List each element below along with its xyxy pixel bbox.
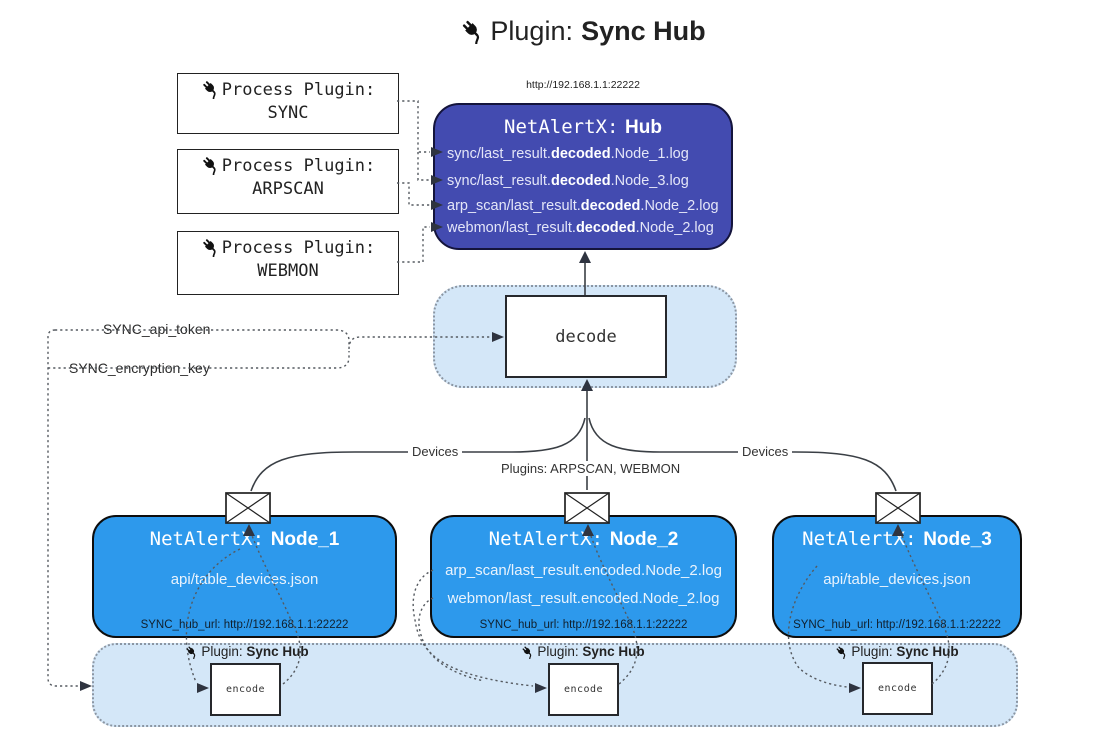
hub-title: NetAlertX:Hub — [504, 116, 662, 138]
page-title-prefix: Plugin: — [490, 16, 573, 46]
node-file: api/table_devices.json — [823, 571, 971, 588]
node-title: NetAlertX:Node_2 — [488, 528, 679, 550]
encode-box: encode — [862, 662, 933, 715]
plug-icon — [463, 20, 480, 45]
hub-log-line: sync/last_result.decoded.Node_1.log — [447, 146, 689, 162]
sync-api-token-label: SYNC_api_token — [100, 321, 214, 337]
process-plugin-name: WEBMON — [257, 261, 319, 281]
edge-label-devices-left: Devices — [408, 444, 463, 459]
node-hub-url: SYNC_hub_url: http://192.168.1.1:22222 — [793, 619, 1001, 631]
process-plugin-box-sync: Process Plugin: SYNC — [177, 73, 399, 134]
decode-box: decode — [505, 295, 667, 378]
node-title: NetAlertX:Node_3 — [802, 528, 992, 550]
encode-plugin-label: Plugin:Sync Hub — [493, 644, 673, 660]
node-hub-url: SYNC_hub_url: http://192.168.1.1:22222 — [479, 619, 688, 631]
plug-icon — [836, 646, 846, 660]
process-plugin-label: Process Plugin: — [221, 238, 376, 258]
process-plugin-box-arpscan: Process Plugin: ARPSCAN — [177, 149, 399, 214]
page-title: Plugin: Sync Hub — [433, 16, 733, 47]
edge-label-devices-right: Devices — [738, 444, 793, 459]
node-box-3: NetAlertX:Node_3 api/table_devices.json … — [772, 515, 1022, 638]
hub-log-line: sync/last_result.decoded.Node_3.log — [447, 173, 689, 189]
hub-url-label: http://192.168.1.1:22222 — [526, 79, 640, 91]
node-hub-url: SYNC_hub_url: http://192.168.1.1:22222 — [140, 619, 349, 631]
process-plugin-label: Process Plugin: — [221, 80, 376, 100]
plug-icon — [202, 157, 216, 176]
node-title: NetAlertX:Node_1 — [149, 528, 340, 550]
process-plugin-label: Process Plugin: — [221, 156, 376, 176]
plug-icon — [186, 646, 196, 660]
node-box-1: NetAlertX:Node_1 api/table_devices.json … — [92, 515, 397, 638]
node-file: api/table_devices.json — [170, 571, 319, 588]
process-plugin-name: SYNC — [267, 103, 309, 123]
plug-icon — [522, 646, 532, 660]
hub-log-line: arp_scan/last_result.decoded.Node_2.log — [447, 198, 719, 214]
process-plugin-box-webmon: Process Plugin: WEBMON — [177, 231, 399, 295]
hub-box: NetAlertX:Hub sync/last_result.decoded.N… — [433, 103, 733, 250]
node-file: webmon/last_result.encoded.Node_2.log — [447, 590, 720, 607]
page-title-name: Sync Hub — [581, 16, 706, 46]
edge-label-plugins: Plugins: ARPSCAN, WEBMON — [497, 461, 685, 476]
encode-box: encode — [210, 663, 281, 716]
process-plugin-name: ARPSCAN — [252, 179, 324, 199]
encode-plugin-label: Plugin:Sync Hub — [807, 644, 987, 660]
encode-plugin-label: Plugin:Sync Hub — [157, 644, 337, 660]
plug-icon — [202, 81, 216, 100]
node-file: arp_scan/last_result.encoded.Node_2.log — [445, 562, 722, 579]
sync-encryption-key-label: SYNC_encryption_key — [66, 360, 213, 376]
node-box-2: NetAlertX:Node_2 arp_scan/last_result.en… — [430, 515, 737, 638]
plug-icon — [202, 239, 216, 258]
encode-box: encode — [548, 663, 619, 716]
hub-log-line: webmon/last_result.decoded.Node_2.log — [447, 220, 714, 236]
